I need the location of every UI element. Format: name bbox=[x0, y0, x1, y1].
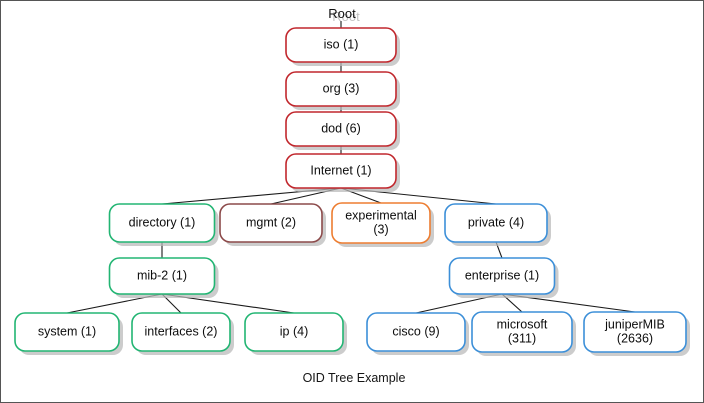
node-box-mgmt[interactable] bbox=[219, 203, 323, 243]
nodes-layer: iso (1) org (3) dod (6) Internet (1) directo… bbox=[14, 27, 687, 353]
node-label-directory: directory (1) bbox=[129, 215, 196, 229]
node-label-system: system (1) bbox=[38, 324, 96, 338]
node-label-juniper: (2636) bbox=[617, 331, 653, 345]
node-box-enterprise[interactable] bbox=[448, 257, 556, 295]
node-box-iso[interactable] bbox=[285, 27, 397, 63]
node-enterprise[interactable]: enterprise (1) bbox=[448, 257, 556, 295]
node-box-private[interactable] bbox=[444, 203, 548, 243]
node-directory[interactable]: directory (1) bbox=[108, 203, 216, 243]
node-org[interactable]: org (3) bbox=[285, 71, 397, 107]
node-mgmt[interactable]: mgmt (2) bbox=[219, 203, 323, 243]
node-box-ip[interactable] bbox=[244, 312, 344, 352]
node-box-directory[interactable] bbox=[108, 203, 216, 243]
node-box-internet[interactable] bbox=[285, 153, 397, 189]
node-box-interfaces[interactable] bbox=[131, 312, 231, 352]
node-label-cisco: cisco (9) bbox=[392, 324, 439, 338]
node-iso[interactable]: iso (1) bbox=[285, 27, 397, 63]
node-internet[interactable]: Internet (1) bbox=[285, 153, 397, 189]
node-label-experimental: experimental bbox=[345, 208, 417, 222]
node-ip[interactable]: ip (4) bbox=[244, 312, 344, 352]
node-interfaces[interactable]: interfaces (2) bbox=[131, 312, 231, 352]
node-label-iso: iso (1) bbox=[324, 37, 359, 51]
diagram-caption: OID Tree Example bbox=[303, 371, 406, 385]
node-label-juniper: juniperMIB bbox=[604, 317, 665, 331]
node-label-microsoft: microsoft bbox=[497, 317, 548, 331]
node-mib2[interactable]: mib-2 (1) bbox=[108, 257, 216, 295]
node-label-private: private (4) bbox=[468, 215, 524, 229]
node-label-org: org (3) bbox=[323, 81, 360, 95]
root-label-shadow: Root bbox=[332, 9, 360, 24]
node-label-internet: Internet (1) bbox=[310, 163, 371, 177]
node-label-enterprise: enterprise (1) bbox=[465, 268, 539, 282]
node-box-microsoft[interactable] bbox=[471, 311, 573, 353]
node-juniper[interactable]: juniperMIB(2636) bbox=[583, 311, 687, 353]
node-box-experimental[interactable] bbox=[331, 202, 431, 244]
node-dod[interactable]: dod (6) bbox=[285, 111, 397, 147]
node-experimental[interactable]: experimental(3) bbox=[331, 202, 431, 244]
node-system[interactable]: system (1) bbox=[14, 312, 120, 352]
node-box-mib2[interactable] bbox=[108, 257, 216, 295]
node-cisco[interactable]: cisco (9) bbox=[366, 312, 466, 352]
node-label-mgmt: mgmt (2) bbox=[246, 215, 296, 229]
node-box-system[interactable] bbox=[14, 312, 120, 352]
node-box-cisco[interactable] bbox=[366, 312, 466, 352]
node-box-dod[interactable] bbox=[285, 111, 397, 147]
node-box-org[interactable] bbox=[285, 71, 397, 107]
node-label-dod: dod (6) bbox=[321, 121, 361, 135]
node-label-mib2: mib-2 (1) bbox=[137, 268, 187, 282]
node-label-microsoft: (311) bbox=[508, 331, 536, 345]
node-label-ip: ip (4) bbox=[280, 324, 308, 338]
node-label-interfaces: interfaces (2) bbox=[145, 324, 218, 338]
node-private[interactable]: private (4) bbox=[444, 203, 548, 243]
node-microsoft[interactable]: microsoft(311) bbox=[471, 311, 573, 353]
node-box-juniper[interactable] bbox=[583, 311, 687, 353]
node-label-experimental: (3) bbox=[373, 222, 388, 236]
root-label: Root bbox=[328, 6, 356, 21]
